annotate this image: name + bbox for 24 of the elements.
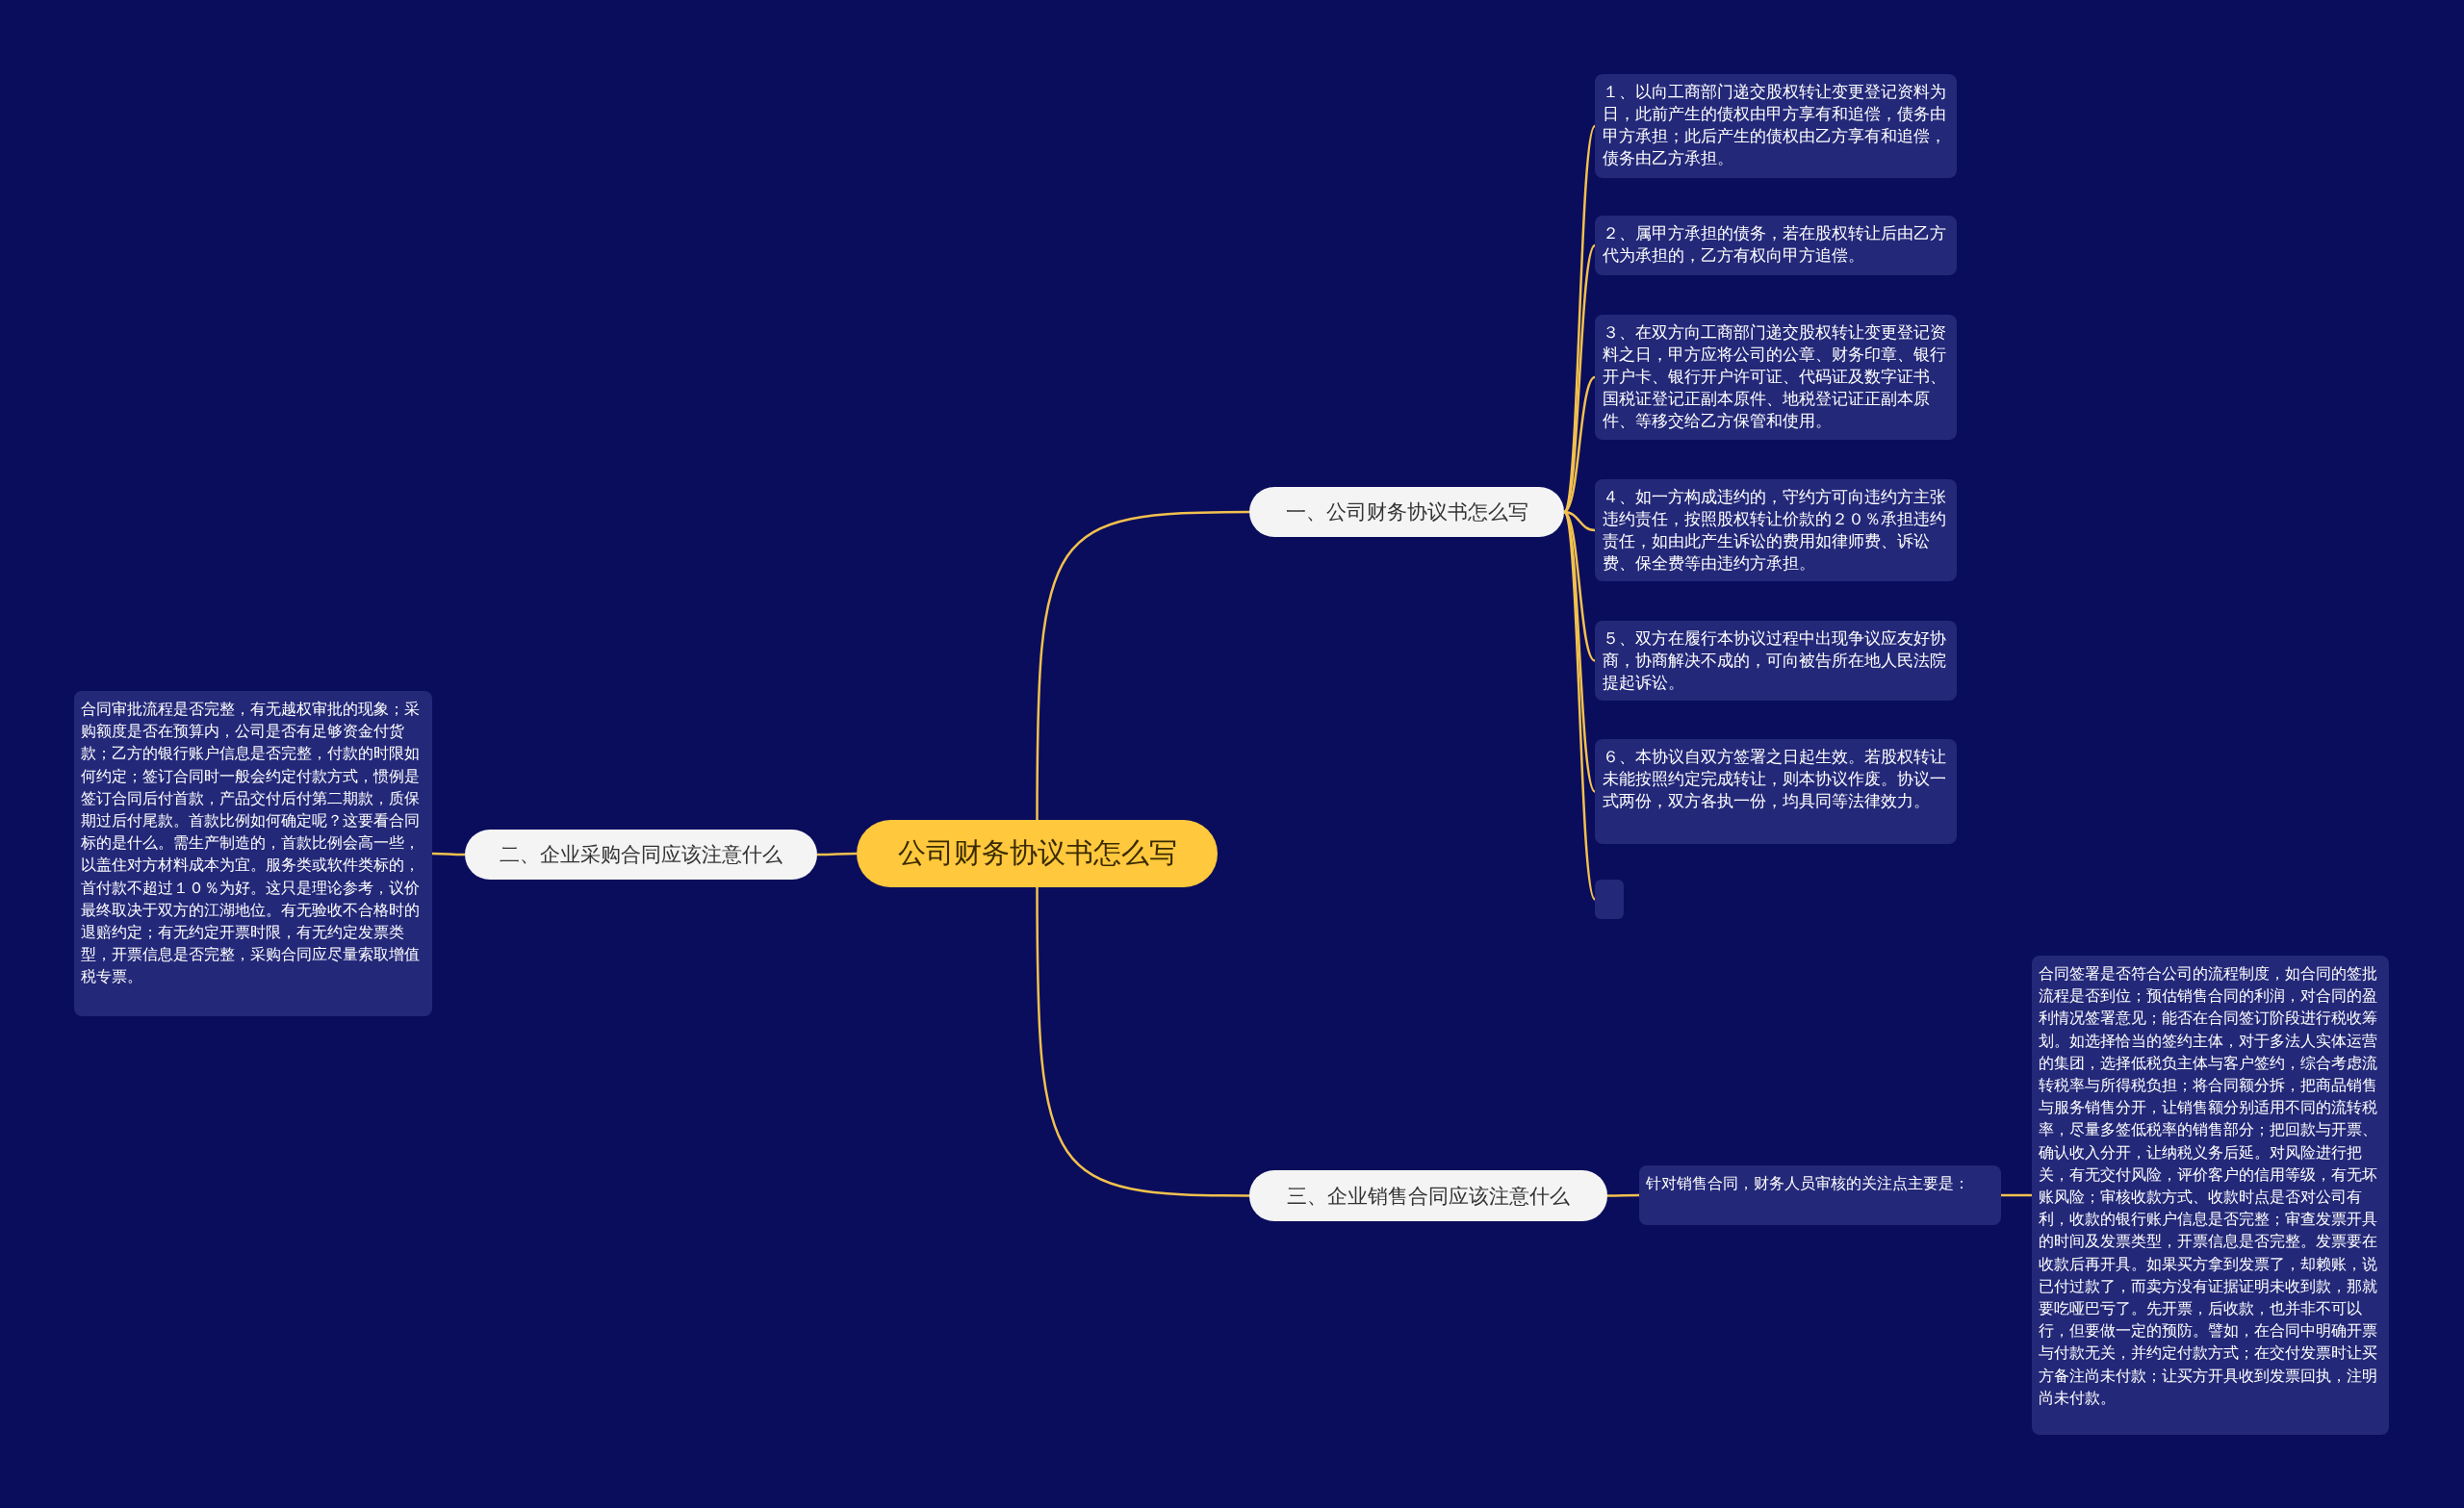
empty-card [1595, 880, 1624, 919]
text-card: ５、双方在履行本协议过程中出现争议应友好协商，协商解决不成的，可向被告所在地人民法院提起诉讼。 [1595, 621, 1957, 701]
text-card: ２、属甲方承担的债务，若在股权转让后由乙方代为承担的，乙方有权向甲方追偿。 [1595, 216, 1957, 275]
text-card: ３、在双方向工商部门递交股权转让变更登记资料之日，甲方应将公司的公章、财务印章、银行开户卡、银行开户许可证、代码证及数字证书、国税证登记正副本原件、地税登记证正副本原件、等移交给乙方保管和使用。 [1595, 315, 1957, 440]
branch-line [432, 852, 465, 856]
text-card: 合同审批流程是否完整，有无越权审批的现象；采购额度是否在预算内，公司是否有足够资金付货款；乙方的银行账户信息是否完整，付款的时限如何约定；签订合同时一般会约定付款方式，惯例是签订合同后付首款，产品交付后付第二期款，质保期过后付尾款。首款比例如何确定呢？这要看合同标的是什么。需生产制造的，首款比例会高一些，以盖住对方材料成本为宜。服务类或软件类标的，首付款不超过１０％为好。这只是理论参考，议价最终取决于双方的江湖地位。有无验收不合格时的退赔约定；有无约定开票时限，有无约定发票类型，开票信息是否完整，采购合同应尽量索取增值税专票。 [74, 691, 432, 1016]
branch-line [2001, 1193, 2032, 1197]
subtopic-pill: 一、公司财务协议书怎么写 [1249, 487, 1564, 537]
text-card: 合同签署是否符合公司的流程制度，如合同的签批流程是否到位；预估销售合同的利润，对合同的盈利情况签署意见；能否在合同签订阶段进行税收筹划。如选择恰当的签约主体，对于多法人实体运营的集团，选择低税负主体与客户签约，综合考虑流转税率与所得税负担；将合同额分拆，把商品销售与服务销售分开，让销售额分别适用不同的流转税率，尽量多签低税率的销售部分；把回款与开票、确认收入分开，让纳税义务后延。对风险进行把关，有无交付风险，评价客户的信用等级，有无坏账风险；审核收款方式、收款时点是否对公司有利，收款的银行账户信息是否完整；审查发票开具的时间及发票类型，开票信息是否完整。发票要在收款后再开具。如果买方拿到发票了，却赖账，说已付过款了，而卖方没有证据证明未收到款，那就要吃哑巴亏了。先开票，后收款，也并非不可以行，但要做一定的预防。譬如，在合同中明确开票与付款无关，并约定付款方式；在交付发票时让买方备注尚未付款；让买方开具收到发票回执，注明尚未付款。 [2032, 956, 2389, 1435]
branch-line [1036, 510, 1249, 820]
branch-line [1562, 511, 1597, 793]
text-card: ４、如一方构成违约的，守约方可向违约方主张违约责任，按照股权转让价款的２０％承担违约责任，如由此产生诉讼的费用如律师费、诉讼费、保全费等由违约方承担。 [1595, 479, 1957, 581]
subtopic-pill: 二、企业采购合同应该注意什么 [465, 830, 817, 880]
branch-line [1036, 887, 1249, 1197]
text-card: 针对销售合同，财务人员审核的关注点主要是： [1639, 1165, 2001, 1225]
branch-line [1562, 125, 1597, 513]
topic-pill: 公司财务协议书怎么写 [857, 820, 1218, 887]
subtopic-pill: 三、企业销售合同应该注意什么 [1249, 1170, 1607, 1221]
branch-line [817, 852, 857, 856]
text-card: １、以向工商部门递交股权转让变更登记资料为日，此前产生的债权由甲方享有和追偿，债务由甲方承担；此后产生的债权由乙方享有和追偿，债务由乙方承担。 [1595, 74, 1957, 178]
text-card: ６、本协议自双方签署之日起生效。若股权转让未能按照约定完成转让，则本协议作废。协议一式两份，双方各执一份，均具同等法律效力。 [1595, 739, 1957, 844]
branch-line [1562, 244, 1597, 513]
branch-line [1607, 1193, 1639, 1197]
branch-line [1562, 511, 1597, 901]
